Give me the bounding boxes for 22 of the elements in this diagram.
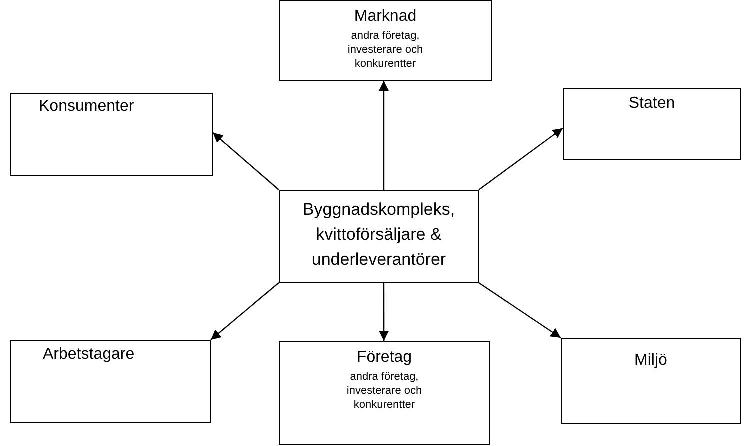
text-box (279, 190, 479, 283)
text-box (563, 88, 741, 160)
text-box (10, 93, 213, 176)
box-title: Företag (356, 348, 414, 368)
arrow (478, 128, 564, 190)
arrow (379, 283, 390, 341)
box-title: Arbetstagare (43, 345, 136, 365)
arrow (210, 282, 280, 340)
text-box (10, 340, 211, 423)
box-title: Byggnadskompleks, kvittoförsäljare & underleverantörer (302, 199, 456, 271)
box-description: andra företag, investerare och konkurentter (346, 29, 424, 71)
arrow (379, 81, 389, 190)
arrow (212, 132, 280, 190)
box-description: andra företag, investerare och konkurentter (346, 370, 424, 412)
text-box (279, 0, 492, 81)
box-title: Konsumenter (39, 97, 136, 117)
box-title: Miljö (634, 351, 668, 371)
box-title: Staten (628, 94, 676, 114)
text-box (279, 341, 490, 445)
text-box (561, 338, 741, 424)
arrow (478, 282, 562, 338)
box-title: Marknad (353, 7, 418, 27)
